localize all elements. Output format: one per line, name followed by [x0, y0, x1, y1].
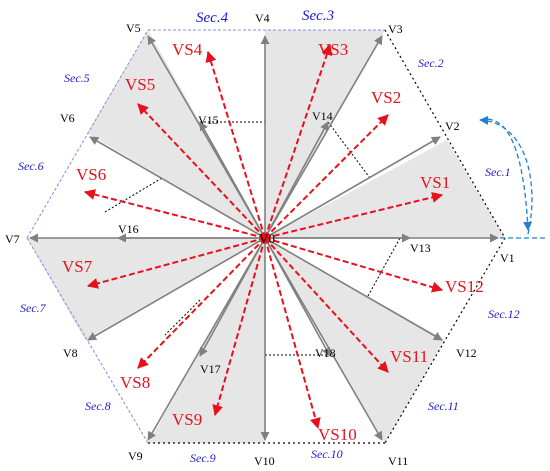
vs-label-vs1: VS1 — [420, 173, 450, 192]
inner-labels: V13 V14 V15 V16 V17 V18 — [118, 109, 431, 376]
rotation-arc — [479, 115, 545, 239]
vs-label-vs3: VS3 — [318, 40, 348, 59]
vector-vs10 — [264, 237, 321, 430]
shaded-region — [265, 238, 445, 443]
vertex-label-v11: V11 — [388, 454, 408, 468]
vector-v11 — [264, 237, 383, 441]
inner-label-v14: V14 — [312, 109, 333, 123]
sector-label-9: Sec.9 — [190, 451, 216, 465]
vector-v2 — [264, 136, 441, 239]
vector-v9 — [147, 237, 266, 441]
vector-vs4 — [205, 50, 266, 239]
vs-label-vs9: VS9 — [172, 410, 202, 429]
vs-label-vs5: VS5 — [125, 75, 155, 94]
vector-v15 — [199, 121, 266, 239]
vector-vs12 — [264, 237, 444, 293]
vertex-label-v6: V6 — [60, 111, 75, 125]
vector-vs6 — [83, 189, 266, 239]
shaded-region — [87, 30, 265, 238]
vector-vs2 — [264, 114, 389, 239]
vs-label-vs11: VS11 — [390, 347, 428, 366]
sector-label-7: Sec.7 — [20, 301, 47, 315]
sector-label-4: Sec.4 — [196, 10, 229, 26]
red-vectors — [83, 43, 444, 430]
vector-vs11 — [264, 237, 389, 373]
vertex-label-v1: V1 — [500, 251, 515, 265]
sector-labels: Sec.1 Sec.2 Sec.3 Sec.4 Sec.5 Sec.6 Sec.… — [18, 8, 520, 465]
gray-vectors — [29, 35, 499, 441]
shaded-region — [27, 238, 265, 340]
vertex-label-v12: V12 — [456, 346, 477, 360]
vs-label-vs2: VS2 — [371, 88, 401, 107]
sector-label-8: Sec.8 — [85, 399, 111, 413]
sector-label-12: Sec.12 — [488, 307, 520, 321]
vector-vs3 — [264, 43, 333, 239]
vector-v17 — [199, 237, 266, 357]
vertex-label-v7: V7 — [5, 232, 20, 246]
vs-label-vs6: VS6 — [76, 165, 106, 184]
inner-label-v17: V17 — [200, 362, 221, 376]
vertex-label-v3: V3 — [388, 22, 403, 36]
inner-label-v16: V16 — [118, 222, 139, 236]
vector-vs7 — [86, 237, 266, 289]
vector-v3 — [264, 35, 383, 239]
vector-vs8 — [137, 237, 266, 369]
inner-label-v13: V13 — [410, 241, 431, 255]
sector-label-11: Sec.11 — [428, 399, 459, 413]
vector-vs5 — [137, 103, 266, 239]
vs-label-vs7: VS7 — [62, 257, 93, 276]
sector-label-6: Sec.6 — [18, 159, 44, 173]
vector-vs1 — [264, 191, 444, 239]
vector-v14 — [264, 121, 329, 239]
vertex-label-v9: V9 — [128, 449, 143, 463]
vector-v12 — [264, 237, 443, 341]
sector-label-2: Sec.2 — [418, 56, 444, 70]
vs-label-vs10: VS10 — [318, 425, 357, 444]
inner-label-v15: V15 — [198, 113, 219, 127]
vector-vs9 — [212, 237, 266, 417]
inner-label-v18: V18 — [315, 346, 336, 360]
vertex-label-v5: V5 — [126, 21, 141, 35]
vs-label-vs12: VS12 — [445, 277, 484, 296]
vs-labels: VS1 VS2 VS3 VS4 VS5 VS6 VS7 VS8 VS9 VS10… — [62, 40, 484, 444]
sector-label-5: Sec.5 — [64, 71, 90, 85]
vertex-label-v2: V2 — [445, 119, 460, 133]
vs-label-vs4: VS4 — [172, 40, 203, 59]
sector-label-1: Sec.1 — [485, 165, 511, 179]
vector-v18 — [264, 237, 331, 357]
vector-v6 — [89, 136, 266, 239]
vs-label-vs8: VS8 — [120, 373, 150, 392]
vertex-label-v8: V8 — [63, 346, 78, 360]
sector-label-3: Sec.3 — [302, 8, 334, 24]
origin-label: V0 — [259, 231, 275, 246]
shaded-region — [265, 140, 505, 238]
vertex-label-v10: V10 — [254, 454, 275, 468]
vertex-label-v4: V4 — [255, 11, 270, 25]
hexagon-outline — [26, 29, 506, 444]
vector-v8 — [87, 237, 266, 341]
vertex-labels: V1 V2 V3 V4 V5 V6 V7 V8 V9 V10 V11 V12 — [5, 11, 515, 468]
sector-label-10: Sec.10 — [311, 447, 343, 461]
